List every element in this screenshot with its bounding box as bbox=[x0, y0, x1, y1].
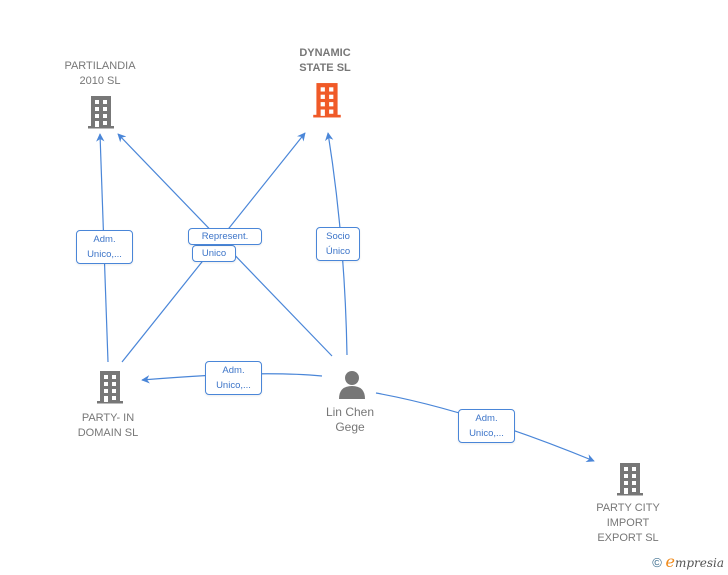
node-label-person[interactable]: Lin Chen Gege bbox=[325, 405, 375, 434]
building-icon[interactable] bbox=[95, 370, 125, 404]
edge-label-unico[interactable]: Unico bbox=[192, 245, 236, 262]
building-icon[interactable] bbox=[311, 82, 343, 118]
person-icon[interactable] bbox=[337, 369, 367, 399]
edge-label-person-partycity[interactable]: Adm. Unico,... bbox=[458, 409, 515, 443]
node-label-partyin[interactable]: PARTY- IN DOMAIN SL bbox=[77, 412, 139, 439]
building-icon[interactable] bbox=[86, 95, 116, 129]
edge-label-person-dynamic[interactable]: Socio Único bbox=[316, 227, 360, 261]
copyright-icon: © bbox=[652, 555, 662, 570]
node-label-dynamic[interactable]: DYNAMIC STATE SL bbox=[299, 47, 351, 74]
node-label-partycity[interactable]: PARTY CITY IMPORT EXPORT SL bbox=[596, 502, 660, 544]
node-label-partilandia[interactable]: PARTILANDIA 2010 SL bbox=[64, 60, 136, 87]
edge-label-partyin-partilandia[interactable]: Adm. Unico,... bbox=[76, 230, 133, 264]
edge-label-represent[interactable]: Represent. bbox=[188, 228, 262, 245]
empresia-logo[interactable]: empresia bbox=[665, 552, 724, 571]
edge-label-person-partyin[interactable]: Adm. Unico,... bbox=[205, 361, 262, 395]
building-icon[interactable] bbox=[615, 462, 645, 496]
footer-brand: © empresia bbox=[652, 552, 724, 571]
